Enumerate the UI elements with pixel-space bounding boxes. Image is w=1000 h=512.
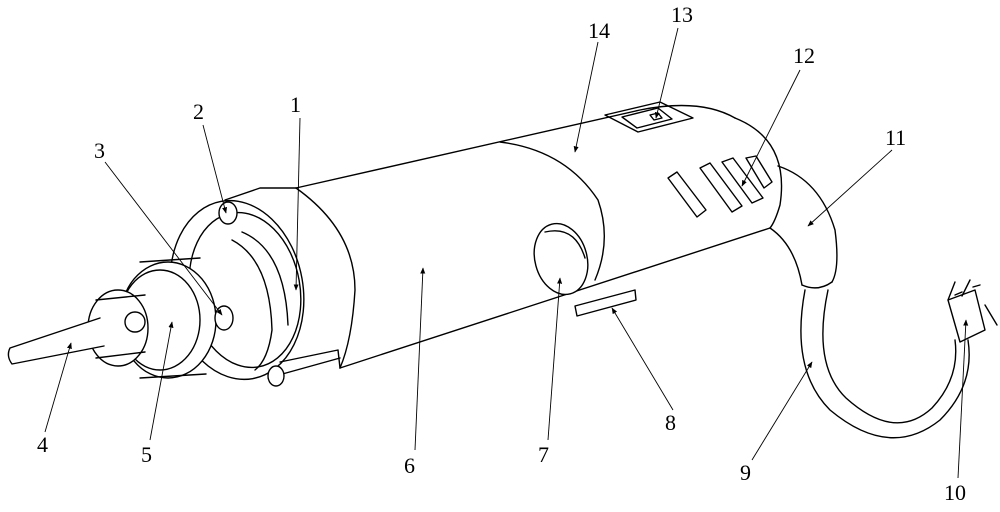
plug: [947, 279, 998, 343]
vent-slots: [667, 155, 773, 218]
side-button: [533, 222, 589, 296]
label-3: 3: [94, 138, 105, 163]
label-2: 2: [193, 99, 204, 124]
reference-numerals: 1 2 3 4 5 6 7 8 9 10 11 12 13 14: [37, 2, 966, 505]
label-9: 9: [740, 460, 751, 485]
label-1: 1: [290, 92, 301, 117]
label-4: 4: [37, 432, 48, 457]
bottom-tab: [574, 289, 637, 317]
label-5: 5: [141, 442, 152, 467]
label-6: 6: [404, 453, 415, 478]
label-12: 12: [793, 43, 815, 68]
label-14: 14: [588, 18, 610, 43]
label-11: 11: [885, 125, 906, 150]
main-housing: [295, 104, 783, 369]
label-10: 10: [944, 480, 966, 505]
cable-boot: [769, 165, 838, 289]
power-cord: [800, 289, 970, 439]
leader-lines: [44, 27, 969, 479]
top-switch: [604, 101, 694, 133]
collet-nose: [7, 289, 149, 367]
label-13: 13: [671, 2, 693, 27]
label-7: 7: [538, 442, 549, 467]
label-8: 8: [665, 410, 676, 435]
front-collar: [169, 187, 341, 387]
